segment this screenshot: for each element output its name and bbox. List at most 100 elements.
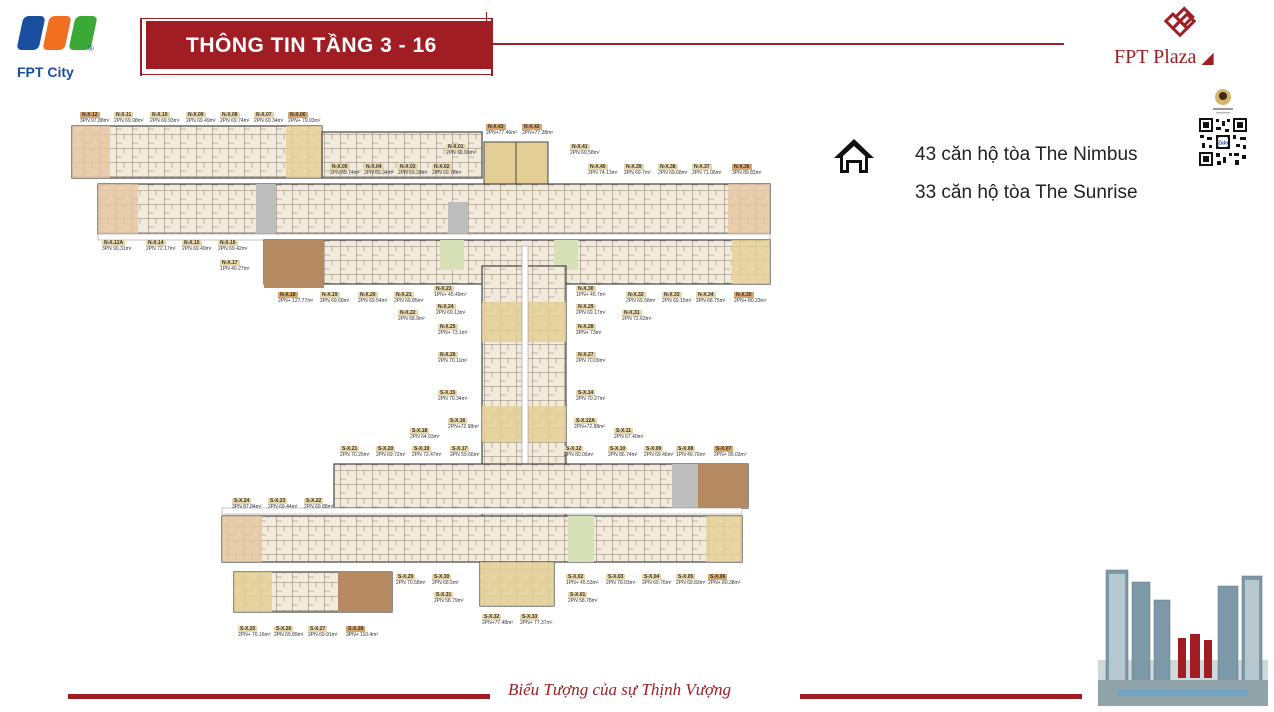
plaza-brand: FPT Plaza ◢: [1114, 46, 1214, 69]
home-icon: [834, 139, 874, 173]
plaza-emblem-icon: [1163, 6, 1197, 38]
logo-bar-orange: [42, 16, 72, 50]
plaza-brand-text: FPT Plaza: [1114, 46, 1197, 68]
page-title: THÔNG TIN TẦNG 3 - 16: [186, 34, 437, 57]
fpt-logo-icon: [16, 14, 98, 54]
title-banner: THÔNG TIN TẦNG 3 - 16: [146, 21, 491, 69]
registered-mark: ®: [88, 44, 94, 53]
slogan: Biểu Tượng của sự Thịnh Vượng: [508, 680, 732, 699]
qr-code-icon[interactable]: Zalo: [1198, 117, 1248, 167]
title-frame-right: [491, 18, 493, 76]
building-render-image: [1098, 560, 1268, 706]
title-frame-left: [140, 18, 142, 76]
plaza-arrow-icon: ◢: [1201, 50, 1214, 67]
floor-plan-drawing: [71, 125, 771, 613]
title-frame-bottom: [140, 74, 492, 75]
title-frame-top: [140, 18, 492, 19]
info-nimbus: 43 căn hộ tòa The Nimbus: [915, 144, 1138, 165]
svg-text:Zalo: Zalo: [1218, 141, 1228, 147]
footer-rule-right: [800, 694, 1082, 699]
logo-bar-blue: [16, 16, 46, 50]
brand-name: FPT City: [17, 64, 74, 80]
title-rule: [491, 43, 1064, 45]
footer-rule-left: [68, 694, 490, 699]
title-tick: [486, 12, 487, 22]
agent-badge-icon: [1213, 89, 1233, 114]
info-sunrise: 33 căn hộ tòa The Sunrise: [915, 182, 1138, 203]
